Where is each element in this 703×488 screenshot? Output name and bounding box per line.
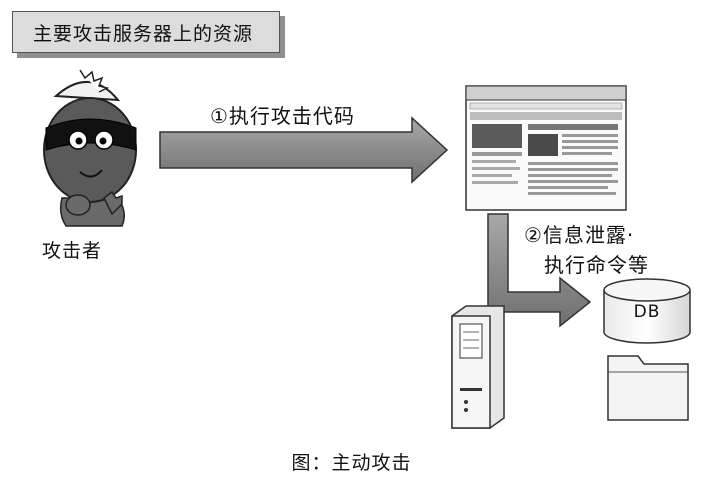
- masked-attacker-icon: [43, 69, 137, 227]
- attacker-label: 攻击者: [42, 240, 103, 262]
- diagram-title-box: 主要攻击服务器上的资源: [12, 11, 280, 53]
- leak-arrow-label: ②信息泄露· 执行命令等: [524, 220, 649, 280]
- attack-arrow-label: ①执行攻击代码: [210, 104, 355, 128]
- leak-label-line2: 执行命令等: [544, 253, 649, 277]
- attack-arrow: [159, 116, 449, 184]
- leak-arrow: [487, 213, 592, 328]
- web-browser-window-icon: [465, 85, 627, 211]
- leak-label-line1: ②信息泄露·: [524, 223, 635, 247]
- server-tower-icon: [451, 305, 505, 429]
- figure-caption: 图：主动攻击: [291, 452, 412, 474]
- database-cylinder-icon: [603, 278, 691, 344]
- diagram-title: 主要攻击服务器上的资源: [33, 22, 254, 45]
- folder-icon: [607, 355, 689, 421]
- database-label: DB: [633, 302, 661, 322]
